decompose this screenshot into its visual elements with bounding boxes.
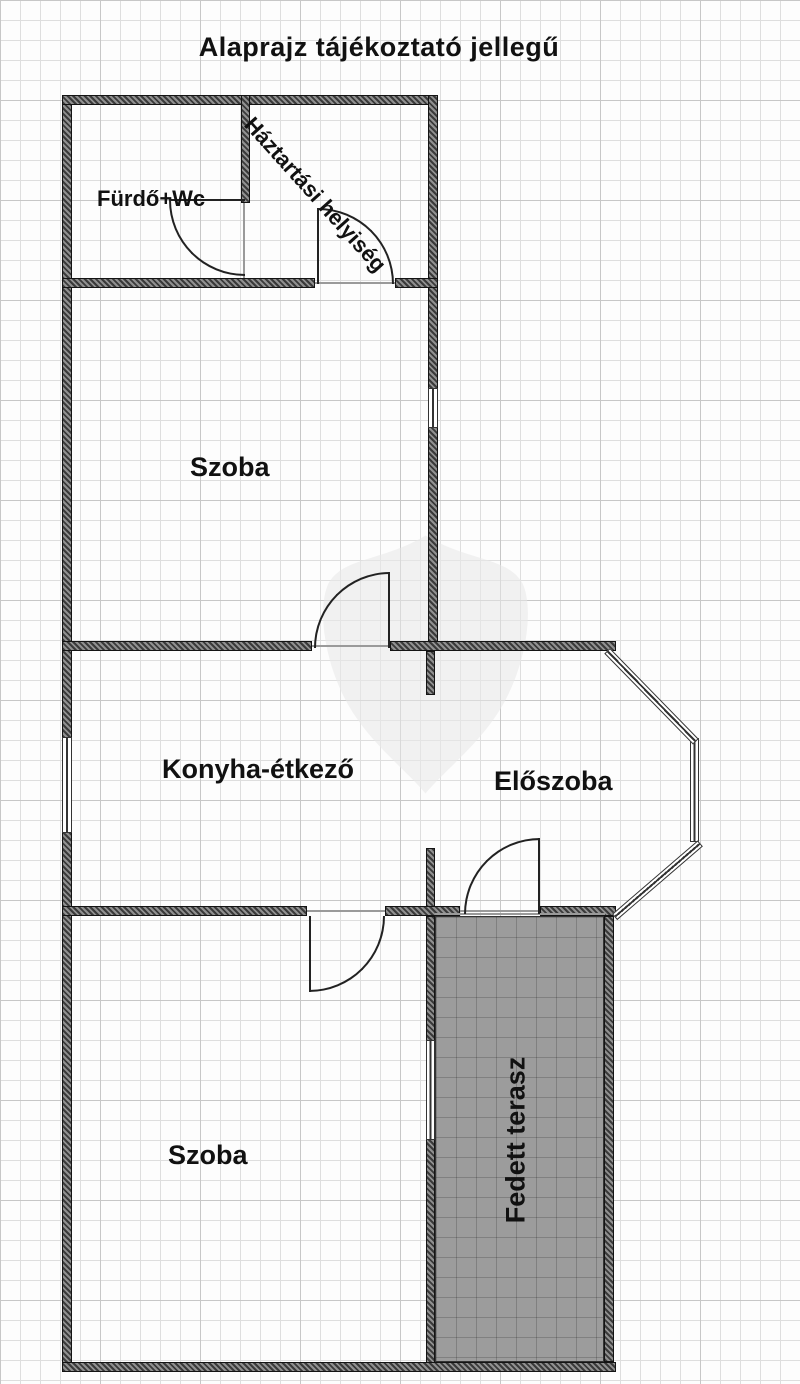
wall-under-topblock-left (62, 278, 315, 288)
plan-title: Alaprajz tájékoztató jellegű (198, 32, 560, 62)
room-label-kitchen: Konyha-étkező (162, 754, 355, 784)
room-label-utility: Háztartási helyiség (239, 112, 392, 277)
window-bay-diagonal-bottom (612, 840, 703, 921)
door-leaf-utility (317, 208, 319, 284)
room-label-bathroom: Fürdő+Wc (97, 186, 206, 211)
room-label-room-top: Szoba (190, 452, 270, 482)
door-leaf-room-bottom (309, 916, 311, 992)
wall-szoba-konyha-right (390, 641, 616, 651)
wall-konyha-bottom-mid (385, 906, 460, 916)
door-arc-hallway (464, 838, 540, 914)
room-label-terrace: Fedett terasz (500, 1056, 531, 1224)
wall-szoba-konyha-left (62, 641, 312, 651)
window-room-top-right (428, 388, 438, 428)
room-label-hallway: Előszoba (494, 766, 613, 796)
wall-right-upper (428, 95, 438, 648)
window-bay-right (690, 738, 699, 842)
terrace-area (435, 916, 604, 1362)
wall-under-topblock-right (395, 278, 438, 288)
door-leaf-bathroom (169, 199, 245, 201)
wall-terrace-left (426, 916, 435, 1372)
wall-top (62, 95, 438, 105)
door-arc-room-bottom (309, 916, 385, 992)
wall-bath-utility-divider (241, 95, 250, 203)
door-frame-room-bottom (307, 910, 385, 912)
wall-stub-top (426, 651, 435, 695)
wall-terrace-right (604, 916, 614, 1362)
door-leaf-hallway (538, 838, 540, 914)
window-kitchen-left (62, 737, 72, 833)
wall-bottom (62, 1362, 616, 1372)
window-room-bottom-right (426, 1040, 435, 1140)
door-leaf-room-top (388, 572, 390, 648)
terrace-top-edge (435, 913, 605, 915)
wall-konyha-bottom-left (62, 906, 307, 916)
room-label-room-bottom: Szoba (168, 1140, 248, 1170)
wall-stub-bottom (426, 848, 435, 908)
window-bay-diagonal-top (604, 648, 699, 745)
